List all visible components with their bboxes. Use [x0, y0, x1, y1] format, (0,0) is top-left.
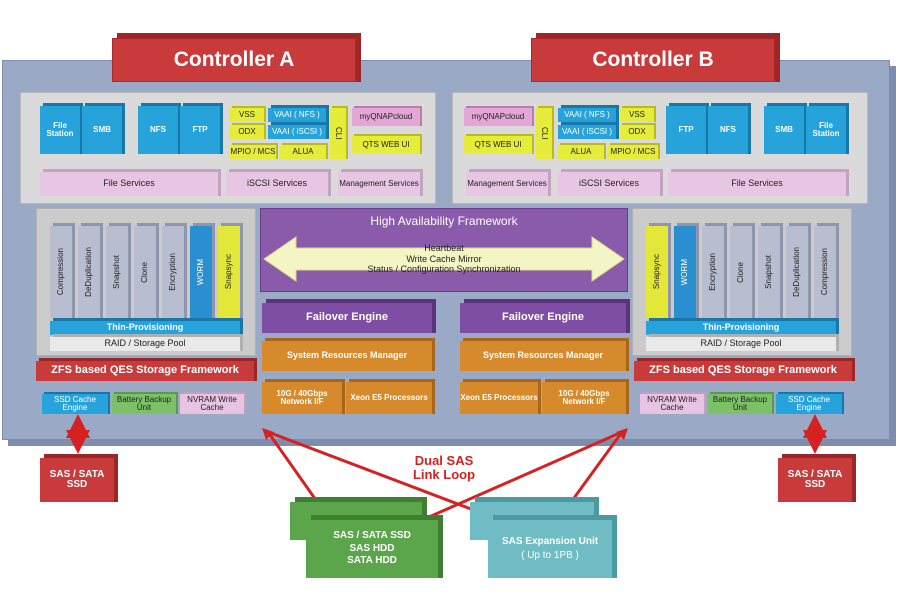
protocol-smb-b: SMB: [764, 106, 804, 154]
management-services-a: Management Services: [338, 172, 420, 196]
expansion-unit-label: SAS Expansion Unit: [501, 536, 599, 547]
network-if-a: 10G / 40Gbps Network I/F: [262, 382, 342, 414]
feature-snapshot-a: Snapshot: [106, 226, 128, 318]
disk-shelf: SAS / SATA SSD SAS HDD SATA HDD: [306, 520, 438, 578]
feature-deduplication-b: DeDuplication: [786, 226, 808, 318]
protocol-nfs-b: NFS: [708, 106, 748, 154]
processors-b: Xeon E5 Processors: [460, 382, 538, 414]
mpio-mcs-b: MPIO / MCS: [608, 145, 658, 159]
feature-clone-b: Clone: [730, 226, 752, 318]
thin-provisioning-b: Thin-Provisioning: [646, 321, 836, 335]
vss-b: VSS: [620, 108, 654, 122]
arrowhead-b-top: [616, 428, 628, 440]
file-services-b: File Services: [668, 172, 846, 196]
feature-encryption-a: Encryption: [162, 226, 184, 318]
feature-clone-a: Clone: [134, 226, 156, 318]
heartbeat-label: Heartbeat: [424, 243, 464, 254]
ssd-cache-engine-b: SSD Cache Engine: [776, 394, 842, 414]
thin-provisioning-a: Thin-Provisioning: [50, 321, 240, 335]
cli-a: CLI: [330, 108, 346, 159]
alua-a: ALUA: [280, 145, 326, 159]
dual-sas-label: Dual SAS Link Loop: [404, 452, 484, 484]
protocol-file-station-a: File Station: [40, 106, 80, 154]
qts-web-ui-b: QTS WEB UI: [464, 136, 532, 154]
feature-compression-a: Compression: [50, 226, 72, 318]
odx-b: ODX: [620, 125, 654, 139]
odx-a: ODX: [230, 125, 264, 139]
feature-worm-b: WORM: [674, 226, 696, 318]
sas-sata-ssd-b: SAS / SATA SSD: [778, 458, 852, 502]
mpio-mcs-a: MPIO / MCS: [230, 145, 276, 159]
protocol-ftp-b: FTP: [666, 106, 706, 154]
protocol-file-station-b: File Station: [806, 106, 846, 154]
expansion-unit-capacity: ( Up to 1PB ): [521, 550, 579, 561]
management-services-b: Management Services: [466, 172, 548, 196]
feature-encryption-b: Encryption: [702, 226, 724, 318]
disk-shelf-sata-hdd: SATA HDD: [347, 555, 397, 567]
disk-shelf-sas-hdd: SAS HDD: [349, 542, 395, 554]
feature-compression-b: Compression: [814, 226, 836, 318]
raid-storage-pool-a: RAID / Storage Pool: [50, 337, 240, 351]
feature-snapshot-b: Snapshot: [758, 226, 780, 318]
myqnapcloud-b: myQNAPcloud: [464, 108, 532, 126]
cli-a-label: CLI: [334, 127, 344, 140]
vaai-nfs-b: VAAI ( NFS ): [558, 108, 616, 122]
controller-a-title: Controller A: [112, 38, 356, 82]
cli-b-label: CLI: [540, 127, 550, 140]
myqnapcloud-a: myQNAPcloud: [352, 108, 420, 126]
system-resources-manager-b: System Resources Manager: [460, 341, 626, 371]
vaai-iscsi-a: VAAI ( iSCSI ): [268, 125, 326, 139]
disk-shelf-ssd: SAS / SATA SSD: [333, 530, 411, 542]
controller-b-title: Controller B: [531, 38, 775, 82]
raid-storage-pool-b: RAID / Storage Pool: [646, 337, 836, 351]
ha-framework-title: High Availability Framework: [370, 213, 518, 228]
alua-b: ALUA: [558, 145, 604, 159]
protocol-smb-a: SMB: [82, 106, 122, 154]
file-services-a: File Services: [40, 172, 218, 196]
qts-web-ui-a: QTS WEB UI: [352, 136, 420, 154]
cli-b: CLI: [536, 108, 552, 159]
ha-sync-arrow: [263, 236, 625, 282]
protocol-nfs-a: NFS: [138, 106, 178, 154]
feature-snapsync-a: Snapsync: [218, 226, 240, 318]
sas-expansion-unit: SAS Expansion Unit ( Up to 1PB ): [488, 520, 612, 578]
battery-backup-unit-a: Battery Backup Unit: [112, 394, 176, 414]
zfs-framework-a: ZFS based QES Storage Framework: [36, 361, 254, 381]
network-if-b: 10G / 40Gbps Network I/F: [542, 382, 626, 414]
sas-sata-ssd-a: SAS / SATA SSD: [40, 458, 114, 502]
feature-deduplication-a: DeDuplication: [78, 226, 100, 318]
protocol-ftp-a: FTP: [180, 106, 220, 154]
iscsi-services-b: iSCSI Services: [558, 172, 660, 196]
ha-sync-arrow-shape: [263, 236, 625, 282]
vaai-iscsi-b: VAAI ( iSCSI ): [558, 125, 616, 139]
nvram-write-cache-b: NVRAM Write Cache: [640, 394, 704, 414]
link-loop-text: Link Loop: [412, 467, 476, 482]
system-resources-manager-a: System Resources Manager: [262, 341, 432, 371]
status-sync-label: Status / Configuration Synchronization: [367, 264, 521, 275]
ssd-cache-engine-a: SSD Cache Engine: [42, 394, 108, 414]
feature-worm-a: WORM: [190, 226, 212, 318]
write-cache-mirror-label: Write Cache Mirror: [406, 253, 482, 264]
iscsi-services-a: iSCSI Services: [226, 172, 328, 196]
dual-sas-text: Dual SAS: [414, 453, 474, 469]
failover-engine-a: Failover Engine: [262, 303, 432, 333]
nvram-write-cache-a: NVRAM Write Cache: [180, 394, 244, 414]
ha-heartbeat-text: Heartbeat Write Cache Mirror Status / Co…: [300, 240, 588, 278]
sas-loop-a-to-expansion: [267, 430, 506, 525]
processors-a: Xeon E5 Processors: [346, 382, 432, 414]
failover-engine-b: Failover Engine: [460, 303, 626, 333]
vss-a: VSS: [230, 108, 264, 122]
sas-loop-b-to-disk: [398, 430, 623, 532]
vaai-nfs-a: VAAI ( NFS ): [268, 108, 326, 122]
feature-snapsync-b: Snapsync: [646, 226, 668, 318]
battery-backup-unit-b: Battery Backup Unit: [708, 394, 772, 414]
zfs-framework-b: ZFS based QES Storage Framework: [634, 361, 852, 381]
arrowhead-a-top: [262, 428, 274, 440]
